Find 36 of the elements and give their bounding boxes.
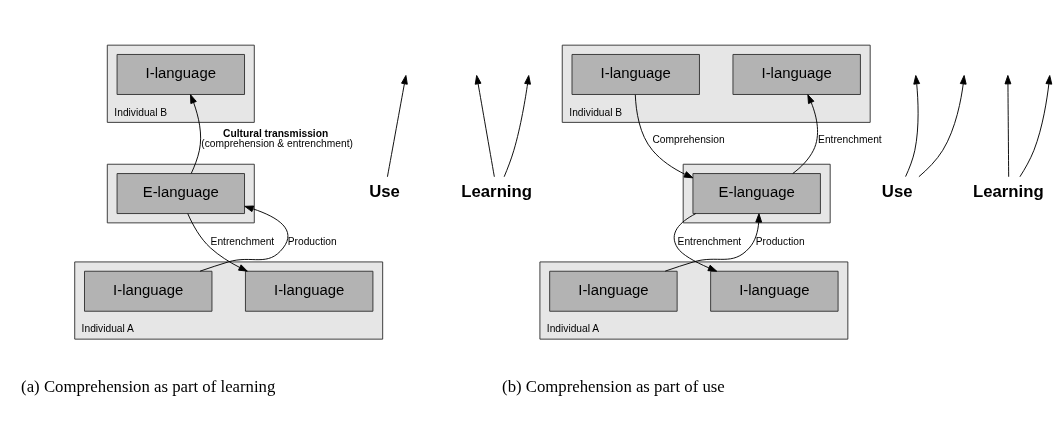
arrow (1004, 74, 1012, 177)
arrow (190, 93, 202, 174)
node-text: Learning (972, 181, 1044, 201)
node-text: Use (881, 181, 913, 201)
node-box: I-language (571, 53, 700, 95)
node-text: Learning (461, 181, 532, 201)
node-box: I-language (710, 270, 839, 312)
arrow (634, 93, 694, 178)
arrow (673, 212, 718, 272)
arrow (187, 212, 248, 272)
node-box: I-language (549, 270, 678, 312)
edge-label: Entrenchment (818, 133, 882, 145)
edge-label: Entrenchment (677, 235, 742, 247)
arrow (503, 74, 531, 177)
label: (b) Comprehension as part of use (502, 376, 725, 396)
edge-label: Production (287, 235, 337, 247)
node-box: E-language (116, 172, 245, 214)
arrow (792, 93, 819, 174)
node-box: E-language (692, 172, 821, 214)
node-box: I-language (116, 53, 245, 95)
edge-label: Production (755, 235, 805, 247)
label: (a) Comprehension as part of learning (21, 376, 276, 396)
node-text: Use (369, 181, 400, 201)
arrow (474, 74, 495, 177)
edge-label: Comprehension (652, 133, 725, 145)
edge-label: Entrenchment (210, 235, 275, 247)
arrow (918, 74, 967, 177)
arrow (1019, 74, 1053, 177)
arrow (199, 205, 289, 272)
node-box: I-language (84, 270, 213, 312)
edge-label: Cultural transmission (comprehension & entrenchment) (201, 127, 353, 149)
node-box: I-language (732, 53, 861, 95)
arrow (664, 212, 763, 272)
arrow (386, 74, 408, 177)
arrow (905, 74, 921, 177)
node-box: I-language (245, 270, 374, 312)
